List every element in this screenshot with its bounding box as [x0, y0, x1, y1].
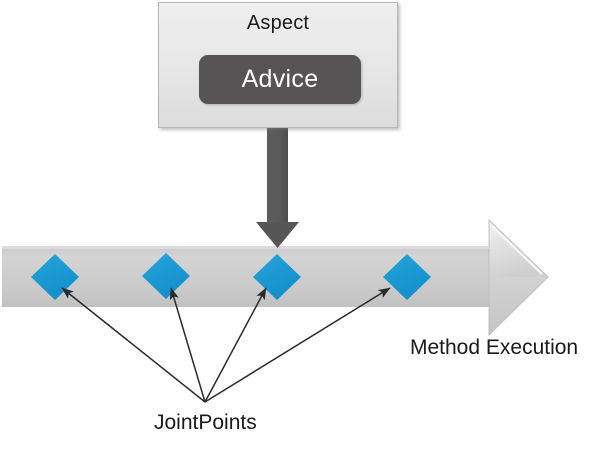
aspect-title: Aspect [246, 12, 310, 34]
method-execution-label: Method Execution [410, 336, 579, 359]
execution-band-top-highlight [2, 246, 489, 249]
jointpoints-label: JointPoints [154, 411, 257, 434]
joinpoint-leader-1 [61, 287, 206, 403]
joinpoint-leader-2 [169, 287, 206, 403]
advice-label: Advice [241, 65, 319, 93]
advice-box[interactable]: Advice [199, 55, 361, 104]
execution-arrow-head-highlight [491, 225, 543, 275]
advice-arrow-shaft [267, 128, 288, 227]
joinpoint-leader-lines [61, 287, 391, 403]
aspect-box[interactable]: Aspect Advice [158, 2, 398, 128]
joinpoint-leader-4 [204, 287, 391, 403]
advice-arrow-head [256, 222, 299, 248]
joinpoint-leader-3 [204, 287, 267, 403]
advice-down-arrow [256, 128, 299, 248]
joinpoint-marker-4[interactable] [383, 254, 431, 300]
execution-arrow-head-outline [488, 218, 549, 337]
